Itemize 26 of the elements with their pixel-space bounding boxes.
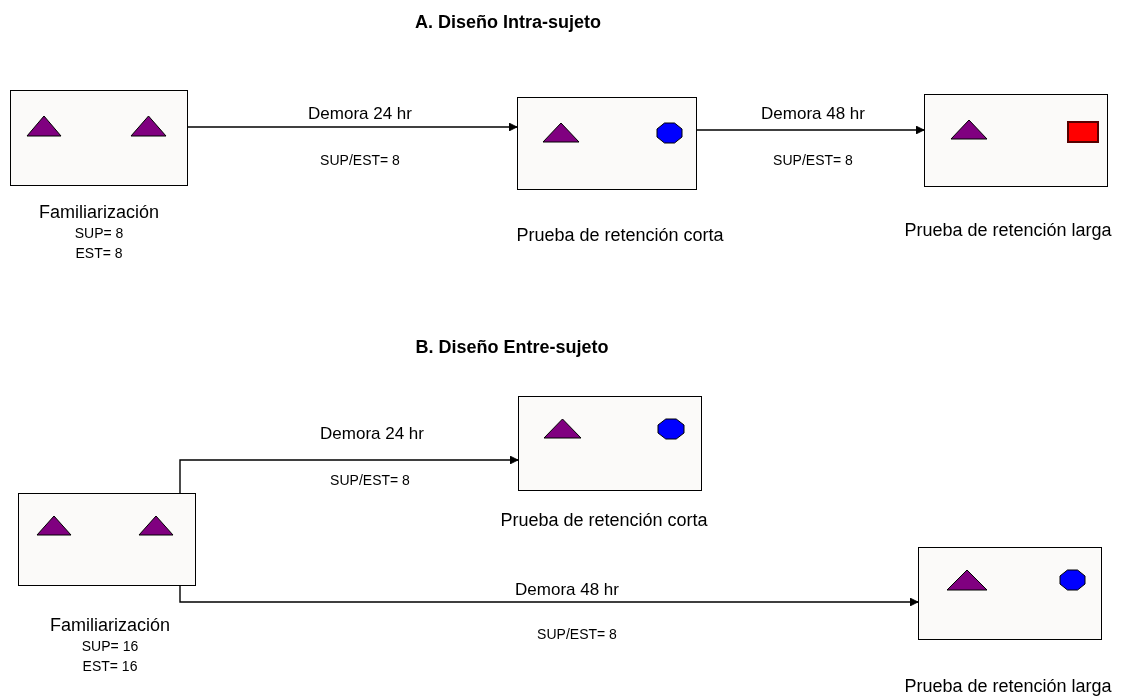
section-heading: B. Diseño Entre-sujeto (415, 336, 609, 358)
stage-caption: Familiarización (50, 614, 170, 636)
stage-caption: Prueba de retención larga (904, 219, 1112, 241)
stage-caption: Prueba de retención corta (500, 509, 708, 531)
arrow (187, 122, 518, 132)
ratio-note: SUP/EST= 8 (320, 152, 400, 168)
arrow (696, 125, 925, 135)
arrow (179, 585, 919, 607)
stage-caption: Prueba de retención corta (516, 224, 724, 246)
stimulus-panel (517, 97, 697, 190)
stage-caption: Familiarización (39, 201, 159, 223)
stimulus-panel (18, 493, 196, 586)
ratio-note: SUP/EST= 8 (537, 626, 617, 642)
stage-caption: Prueba de retención larga (904, 675, 1112, 697)
section-heading: A. Diseño Intra-sujeto (415, 11, 601, 33)
stimulus-panel (924, 94, 1108, 187)
stimulus-panel (918, 547, 1102, 640)
count-note: SUP= 8 (74, 225, 124, 241)
count-note: SUP= 16 (81, 638, 139, 654)
count-note: EST= 8 (75, 245, 123, 261)
ratio-note: SUP/EST= 8 (330, 472, 410, 488)
stimulus-panel (518, 396, 702, 491)
ratio-note: SUP/EST= 8 (773, 152, 853, 168)
arrow (179, 455, 519, 494)
count-note: EST= 16 (82, 658, 138, 674)
stimulus-panel (10, 90, 188, 186)
